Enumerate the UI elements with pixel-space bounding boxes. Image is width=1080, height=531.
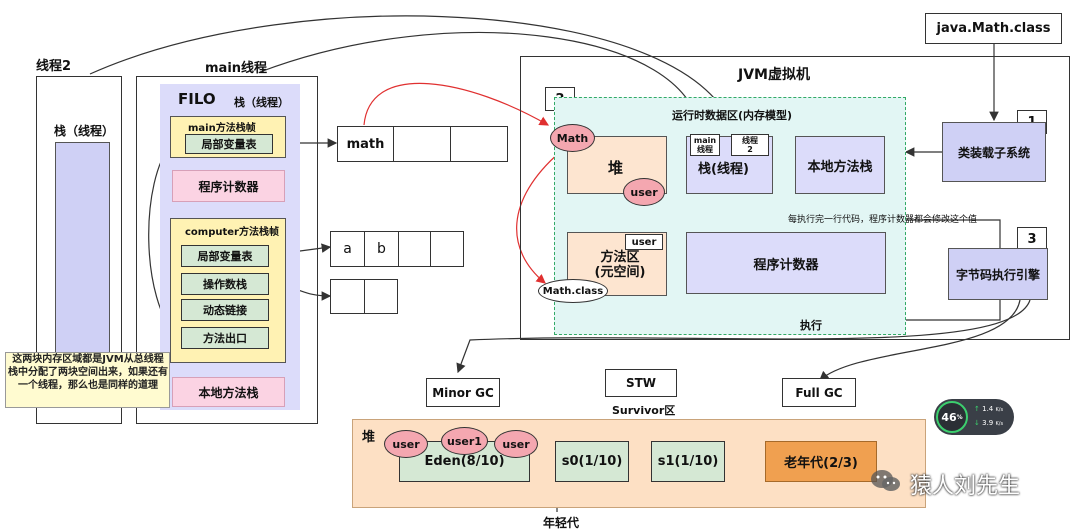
download-speed: ↓ 3.9 K/s [974, 419, 1003, 427]
upload-speed: ↑ 1.4 K/s [974, 405, 1003, 413]
computer-frame-title: computer方法栈帧 [185, 227, 279, 238]
jvm-heap-label: 堆 [608, 159, 624, 177]
computer-locals-table: 局部变量表 [181, 245, 269, 267]
young-generation-label: 年轻代 [543, 516, 580, 530]
eden-user1: user1 [441, 427, 488, 455]
local-empty-2 [430, 231, 464, 267]
execute-label: 执行 [800, 319, 822, 332]
local-a-cell: a [330, 231, 365, 267]
jvm-program-counter: 程序计数器 [686, 232, 886, 294]
method-area-label: 方法区 (元空间) [594, 250, 646, 280]
thread2-stack-label: 栈（线程） [54, 124, 115, 138]
survivor-label: Survivor区 [612, 404, 676, 417]
pc-note: 每执行完一行代码，程序计数器都会修改这个值 [788, 215, 978, 225]
math-object-oval: Math [550, 124, 595, 152]
main-stack-label: 栈（线程） [234, 96, 289, 109]
upload-value: 1.4 [982, 405, 994, 413]
jvm-native-stack: 本地方法栈 [795, 136, 885, 194]
note-text: 这两块内存区域都是JVM从总线程栈中分配了两块空间出来，如果还有一个线程，那么也… [8, 354, 168, 391]
class-loader-subsystem: 类装载子系统 [942, 122, 1046, 182]
local-b-cell: b [364, 231, 399, 267]
dynamic-link: 动态链接 [181, 299, 269, 321]
watermark-text: 猿人刘先生 [910, 474, 1021, 499]
cpu-gauge: 46% [936, 401, 968, 433]
note-box [5, 352, 170, 408]
upload-unit: K/s [995, 407, 1004, 413]
download-value: 3.9 [982, 419, 994, 427]
runtime-area-title: 运行时数据区(内存模型) [672, 109, 793, 122]
bytecode-execution-engine: 字节码执行引擎 [948, 248, 1048, 300]
main-thread-title: main线程 [205, 61, 268, 76]
java-class-file: java.Math.class [925, 13, 1062, 44]
jvm-title: JVM虚拟机 [738, 67, 810, 83]
method-exit: 方法出口 [181, 327, 269, 349]
cpu-percent: 46 [941, 410, 957, 424]
thread2-tag: 线程 2 [731, 134, 769, 156]
survivor-s0: s0(1/10) [555, 441, 629, 482]
old-generation: 老年代(2/3) [765, 441, 877, 482]
thread2-title: 线程2 [36, 59, 72, 74]
main-frame-title: main方法栈帧 [188, 123, 256, 134]
math-class-oval: Math.class [538, 279, 608, 303]
stw-box: STW [605, 369, 677, 397]
jvm-stack-label: 栈(线程) [698, 162, 749, 177]
download-unit: K/s [995, 421, 1004, 427]
eden-user-1: user [384, 430, 428, 458]
heap-detail-title: 堆 [362, 430, 376, 445]
math-ref-cell: math [337, 126, 394, 162]
survivor-s1: s1(1/10) [651, 441, 725, 482]
eden-user-2: user [494, 430, 538, 458]
filo-label: FILO [178, 90, 216, 108]
user-object-oval: user [623, 178, 665, 206]
operand-cell-2 [364, 279, 398, 314]
main-thread-tag: main 线程 [690, 134, 720, 156]
main-program-counter: 程序计数器 [172, 170, 285, 202]
operand-stack: 操作数栈 [181, 273, 269, 295]
math-ref-empty-1 [393, 126, 451, 162]
minor-gc: Minor GC [426, 378, 500, 407]
local-empty-1 [398, 231, 431, 267]
method-area-user: user [625, 234, 663, 250]
math-ref-empty-2 [450, 126, 508, 162]
main-native-stack: 本地方法栈 [172, 377, 285, 407]
download-arrow-icon: ↓ [974, 419, 980, 427]
upload-arrow-icon: ↑ [974, 405, 980, 413]
jvm-frame [520, 56, 1070, 340]
cpu-percent-unit: % [956, 413, 963, 421]
operand-cell-1 [330, 279, 365, 314]
wechat-icon [870, 467, 902, 495]
main-locals-table: 局部变量表 [185, 134, 273, 154]
full-gc: Full GC [782, 378, 856, 407]
main-thread-frame [136, 76, 318, 424]
thread2-frame [36, 76, 122, 424]
